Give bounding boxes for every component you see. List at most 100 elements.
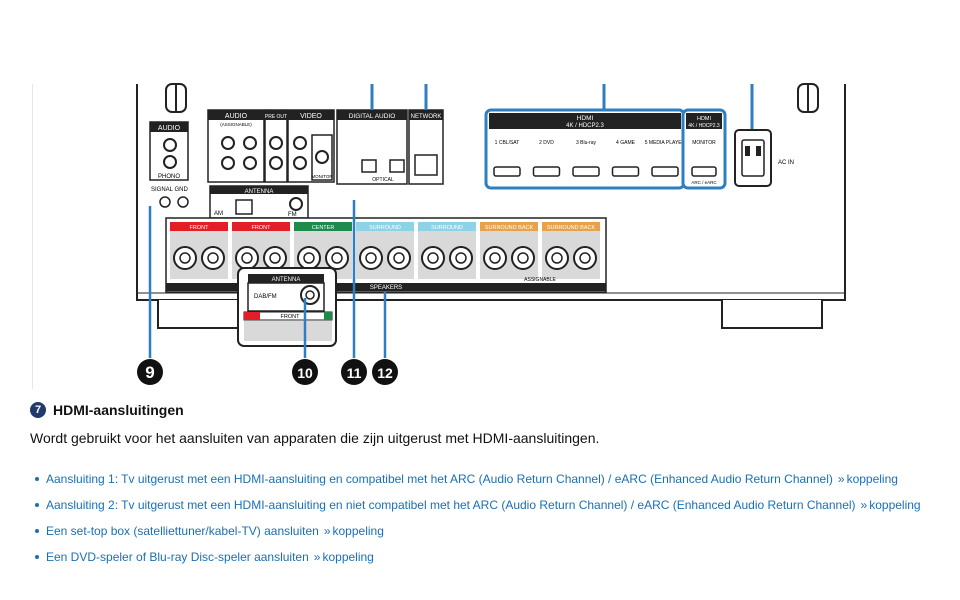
bullet-icon [35, 477, 39, 481]
hdmi-port [532, 166, 561, 177]
svg-text:PRE OUT: PRE OUT [265, 114, 287, 120]
svg-text:ANTENNA: ANTENNA [272, 277, 301, 283]
speaker-group-label: SURROUND [431, 225, 463, 231]
koppeling-link-1[interactable]: koppeling [846, 472, 898, 486]
svg-text:FM: FM [288, 212, 297, 218]
svg-text:MONITOR: MONITOR [692, 140, 716, 146]
phono-header: AUDIO [158, 125, 181, 132]
svg-text:AC IN: AC IN [778, 160, 794, 166]
callout-badge [341, 359, 367, 385]
speaker-group-header [542, 222, 600, 231]
wireless-antenna-right [797, 83, 819, 113]
hdmi-port [611, 166, 640, 177]
section-number-badge: 7 [30, 402, 46, 418]
speaker-group-header [418, 222, 476, 231]
bullet-icon [35, 503, 39, 507]
svg-text:AM: AM [214, 211, 223, 217]
callout-number: 11 [347, 365, 362, 381]
speaker-group-header [232, 222, 290, 231]
phono-input-block: AUDIO PHONO [149, 121, 189, 181]
list-item: Aansluiting 1: Tv uitgerust met een HDMI… [30, 466, 921, 492]
hdmi-port [493, 166, 521, 177]
double-chevron-icon: » [860, 498, 868, 512]
hdmi-input-block: HDMI 4K / HDCP2.3 1 CBL/SAT 2 DVD 3 Blu-ra… [484, 108, 686, 190]
svg-text:VIDEO: VIDEO [300, 113, 322, 120]
link-connection-1[interactable]: Aansluiting 1: Tv uitgerust met een HDMI… [46, 472, 833, 486]
hdmi-in-title: HDMI [577, 115, 594, 122]
speaker-group-header [170, 222, 228, 231]
koppeling-link-2[interactable]: koppeling [869, 498, 921, 512]
digital-audio-block: DIGITAL AUDIO OPTICAL [336, 109, 408, 185]
callout-number: 12 [377, 365, 393, 381]
signal-gnd-terminal [159, 196, 171, 208]
double-chevron-icon: » [323, 524, 331, 538]
link-dvd-bluray[interactable]: Een DVD-speler of Blu-ray Disc-speler aa… [46, 550, 309, 564]
left-rule [32, 84, 33, 389]
section-intro: Wordt gebruikt voor het aansluiten van a… [30, 430, 600, 446]
audio-input-block: AUDIO (ASSIGNABLE) [207, 109, 265, 183]
list-item: Een DVD-speler of Blu-ray Disc-speler aa… [30, 544, 921, 570]
double-chevron-icon: » [313, 550, 321, 564]
antenna-inset: ANTENNA DAB/FM FRONT [237, 267, 337, 347]
speaker-group-label: SURROUND BACK [547, 225, 596, 231]
svg-text:AUDIO: AUDIO [225, 113, 248, 120]
svg-text:MONITOR: MONITOR [311, 174, 333, 179]
svg-text:ARC / eARC: ARC / eARC [691, 180, 717, 185]
callout-badge [372, 359, 398, 385]
video-input-block: VIDEO MONITOR [287, 109, 335, 183]
section-header: 7 HDMI-aansluitingen [30, 402, 184, 418]
callout-number: 10 [297, 365, 313, 381]
speaker-group-label: FRONT [190, 225, 210, 231]
koppeling-link-4[interactable]: koppeling [322, 550, 374, 564]
link-list: Aansluiting 1: Tv uitgerust met een HDMI… [30, 466, 921, 570]
callout-badge [137, 359, 163, 385]
hdmi-output-block: HDMI 4K / HDCP2.3 MONITOR ARC / eARC [681, 108, 727, 190]
speaker-group-label: SURROUND [369, 225, 401, 231]
koppeling-link-3[interactable]: koppeling [332, 524, 384, 538]
svg-text:ANTENNA: ANTENNA [245, 189, 274, 195]
pre-out-block: PRE OUT [264, 109, 288, 183]
svg-text:DIGITAL AUDIO: DIGITAL AUDIO [349, 113, 396, 120]
svg-text:SPEAKERS: SPEAKERS [370, 285, 402, 291]
link-connection-2[interactable]: Aansluiting 2: Tv uitgerust met een HDMI… [46, 498, 856, 512]
svg-text:(ASSIGNABLE): (ASSIGNABLE) [220, 122, 252, 127]
svg-text:DAB/FM: DAB/FM [254, 294, 277, 300]
rear-panel-diagram: AUDIO PHONO SIGNAL GND AUDIO (ASSIGNABLE… [136, 83, 846, 385]
svg-text:ASSIGNABLE: ASSIGNABLE [524, 277, 556, 283]
speaker-group-label: CENTER [312, 225, 335, 231]
link-set-top-box[interactable]: Een set-top box (satelliettuner/kabel-TV… [46, 524, 319, 538]
ac-inlet: AC IN [734, 84, 794, 187]
speaker-group-header [356, 222, 414, 231]
chassis-outline [136, 84, 846, 301]
bullet-icon [35, 555, 39, 559]
svg-text:OPTICAL: OPTICAL [372, 177, 394, 183]
hdmi-port [651, 166, 679, 177]
list-item: Een set-top box (satelliettuner/kabel-TV… [30, 518, 921, 544]
hdmi-port-label: 3 Blu-ray [576, 140, 597, 146]
bullet-icon [35, 529, 39, 533]
list-item: Aansluiting 2: Tv uitgerust met een HDMI… [30, 492, 921, 518]
svg-text:FRONT: FRONT [281, 314, 301, 320]
hdmi-in-subtitle: 4K / HDCP2.3 [566, 123, 604, 129]
wireless-antenna-left [165, 83, 187, 113]
speaker-group-header [294, 222, 352, 231]
hdmi-port-label: 1 CBL/SAT [495, 140, 520, 146]
foot-right [721, 300, 823, 329]
network-block: NETWORK [408, 109, 444, 185]
svg-text:NETWORK: NETWORK [411, 114, 442, 120]
speaker-group-label: FRONT [252, 225, 272, 231]
section-title: HDMI-aansluitingen [53, 402, 184, 418]
hdmi-port-label: 4 GAME [616, 140, 636, 146]
svg-text:4K / HDCP2.3: 4K / HDCP2.3 [688, 123, 720, 129]
double-chevron-icon: » [837, 472, 845, 486]
signal-gnd-label: SIGNAL GND [151, 187, 188, 193]
speaker-group-header [480, 222, 538, 231]
hdmi-port-label: 2 DVD [539, 140, 554, 146]
antenna-block: ANTENNA AM FM [209, 185, 309, 219]
hdmi-port [572, 166, 600, 177]
speaker-group-label: SURROUND BACK [485, 225, 534, 231]
phono-label: PHONO [158, 174, 180, 180]
speaker-terminals: SPEAKERS FRONT FRONT CENTER SURROUND SURROUN… [165, 217, 607, 293]
callout-badge [292, 359, 318, 385]
hdmi-port-label: 5 MEDIA PLAYER [645, 140, 686, 146]
